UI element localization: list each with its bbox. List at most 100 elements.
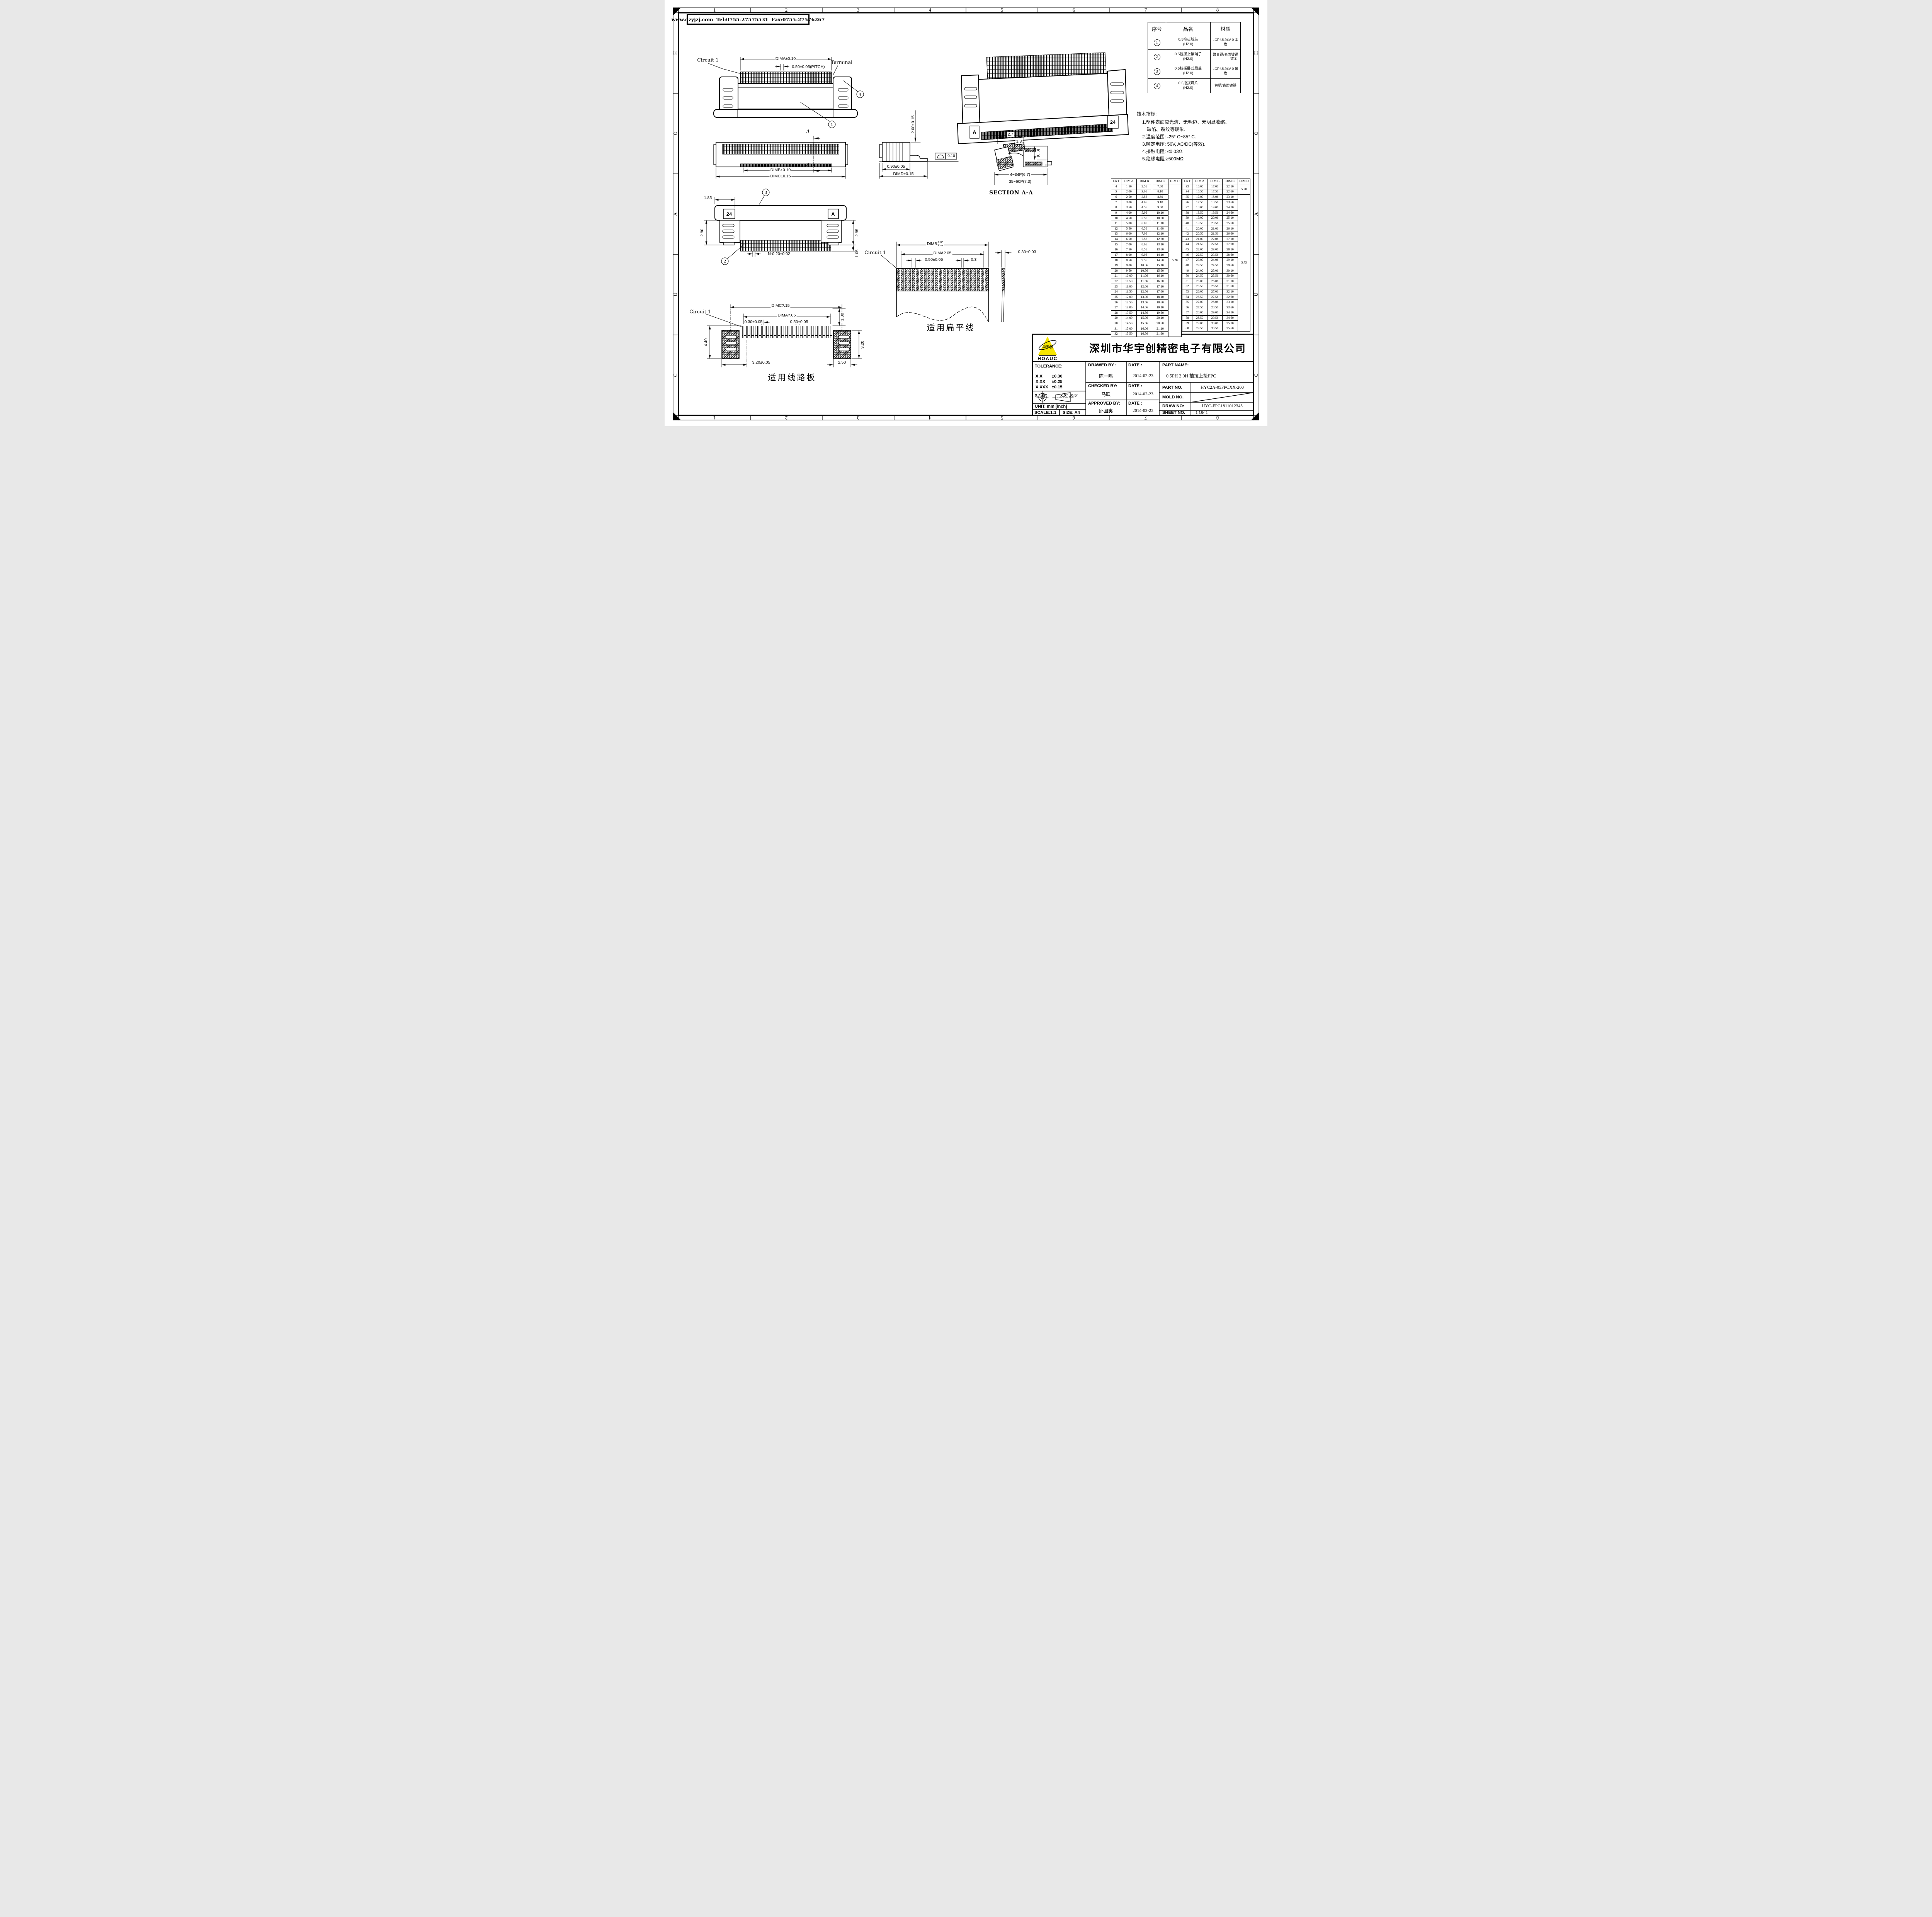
tolerance-title: TOLERANCE: xyxy=(1035,364,1063,369)
balloon-1: 1 xyxy=(828,121,836,128)
ckt-cell: 17 xyxy=(1111,252,1121,258)
ruler-label: C xyxy=(1253,373,1259,377)
pcb-dim-4-40: 4.40 xyxy=(704,337,708,347)
drawing-linework xyxy=(673,7,1259,420)
ckt-cell: 27.10 xyxy=(1222,236,1238,242)
balloon-4: 4 xyxy=(856,90,864,98)
ckt-cell: 7 xyxy=(1111,199,1121,206)
ckt-cell: 55 xyxy=(1182,299,1192,305)
ckt-cell: 8.50 xyxy=(1121,257,1137,263)
ckt-cell: 26.50 xyxy=(1192,294,1208,300)
ckt-cell: 30.10 xyxy=(1222,268,1238,274)
ckt-cell: 50 xyxy=(1182,273,1192,279)
section-dim-1-3: 1.3 xyxy=(1015,139,1023,144)
ckt-cell: 23 xyxy=(1111,284,1121,290)
ckt-cell: 29.10 xyxy=(1222,257,1238,263)
svg-text:HOAUC: HOAUC xyxy=(1037,356,1058,361)
ckt-cell: 14.56 xyxy=(1136,310,1152,316)
ckt-cell: 30 xyxy=(1111,320,1121,327)
ckt-cell: 2.00 xyxy=(1121,189,1137,195)
company-name: 深圳市华宇创精密电子有限公司 xyxy=(1089,343,1246,355)
ckt-cell: 15.56 xyxy=(1136,320,1152,327)
balloon-2: 2 xyxy=(721,257,729,265)
ckt-cell: 5.56 xyxy=(1136,215,1152,221)
drawed-by-label: DRAWED BY : xyxy=(1088,363,1117,367)
ckt-cell: 8.56 xyxy=(1136,247,1152,253)
ckt-cell: 11.00 xyxy=(1121,284,1137,290)
ckt-cell: 17.00 xyxy=(1192,194,1208,200)
ckt-header: DIM A xyxy=(1192,179,1208,184)
drawing-sheet: www.dzyjzj.com Tel:0755-27575531 Fax:075… xyxy=(665,0,1267,426)
ckt-cell: 26.06 xyxy=(1207,278,1223,284)
ckt-cell: 5 xyxy=(1111,189,1121,195)
part-no-value: HYC2A-05FPCXX-200 xyxy=(1201,385,1244,390)
ckt-cell: 28.50 xyxy=(1192,315,1208,321)
tech-note-line: 3.额定电压: 50V, AC/DC(等效). xyxy=(1142,141,1206,147)
part-number-balloon: 2 xyxy=(1153,54,1160,61)
ckt-cell: 21.60 xyxy=(1152,331,1168,337)
ckt-cell: 12.00 xyxy=(1121,294,1137,300)
date-label: DATE : xyxy=(1128,363,1142,367)
ckt-cell: 9.56 xyxy=(1136,257,1152,263)
ckt-cell: 10.56 xyxy=(1136,268,1152,274)
ckt-cell: 43 xyxy=(1182,236,1192,242)
ckt-cell: 3.50 xyxy=(1121,205,1137,211)
ckt-cell: 23.60 xyxy=(1222,199,1238,206)
ckt-cell: 8.10 xyxy=(1152,189,1168,195)
dim-2-85: 2.85 xyxy=(855,228,859,238)
mark-a: A xyxy=(831,211,835,217)
ckt-cell: 13.56 xyxy=(1136,299,1152,305)
section-dim-0-3: (0.3) xyxy=(1036,148,1041,158)
pcb-caption: 适用线路板 xyxy=(768,373,816,382)
tol-val: ±0.25 xyxy=(1052,379,1063,384)
ckt-cell: 7.60 xyxy=(1152,184,1168,190)
ckt-cell: 18.60 xyxy=(1152,299,1168,305)
part-name-value: 0.5PH 2.0H 抽拉上接FPC xyxy=(1166,373,1216,379)
ckt-cell: 25.06 xyxy=(1207,268,1223,274)
ckt-cell: 31 xyxy=(1111,326,1121,332)
ckt-cell: 22.00 xyxy=(1192,247,1208,253)
ckt-cell: 33 xyxy=(1182,184,1192,190)
ckt-header: DIM C xyxy=(1152,179,1168,184)
ckt-cell: 29.06 xyxy=(1207,310,1223,316)
ckt-cell: 23.00 xyxy=(1192,257,1208,263)
section-caption: SECTION A-A xyxy=(989,190,1033,196)
ckt-cell: 16.50 xyxy=(1192,189,1208,195)
ckt-cell: 8.06 xyxy=(1136,242,1152,248)
ruler-label: 5 xyxy=(1000,7,1003,13)
mark-24: 24 xyxy=(726,211,732,217)
logo-orbit-icon xyxy=(1039,340,1056,350)
circuit1-label: Circuit 1 xyxy=(697,57,719,63)
ckt-cell: 21 xyxy=(1111,273,1121,279)
ckt-cell: 8.00 xyxy=(1121,252,1137,258)
ckt-cell: 28.60 xyxy=(1222,252,1238,258)
ckt-cell: 10.06 xyxy=(1136,262,1152,269)
ffc-thickness: 0.30±0.03 xyxy=(1017,250,1037,254)
ckt-cell: 31.10 xyxy=(1222,278,1238,284)
ckt-cell: 28.06 xyxy=(1207,299,1223,305)
pcb-dim-1-80: 1.80 xyxy=(840,312,845,322)
parts-col-material: 材质 xyxy=(1210,22,1241,35)
ckt-cell: 14.00 xyxy=(1121,315,1137,321)
ckt-cell: 37 xyxy=(1182,205,1192,211)
ckt-cell: 24.56 xyxy=(1207,262,1223,269)
ckt-cell: 45 xyxy=(1182,247,1192,253)
dim-n: N-0.20±0.02 xyxy=(767,252,791,256)
ckt-cell: 11 xyxy=(1111,220,1121,226)
pitch-label: 0.50±0.05(PITCH) xyxy=(791,65,826,69)
ckt-cell: 25.56 xyxy=(1207,273,1223,279)
ruler-label: C xyxy=(672,373,678,377)
ckt-header: DIM B xyxy=(1207,179,1223,184)
ckt-cell: 26.56 xyxy=(1207,284,1223,289)
ckt-cell: 60 xyxy=(1182,326,1192,332)
ckt-cell: 25 xyxy=(1111,294,1121,300)
ckt-cell: 4.50 xyxy=(1121,215,1137,221)
ckt-cell: 14.50 xyxy=(1121,320,1137,327)
